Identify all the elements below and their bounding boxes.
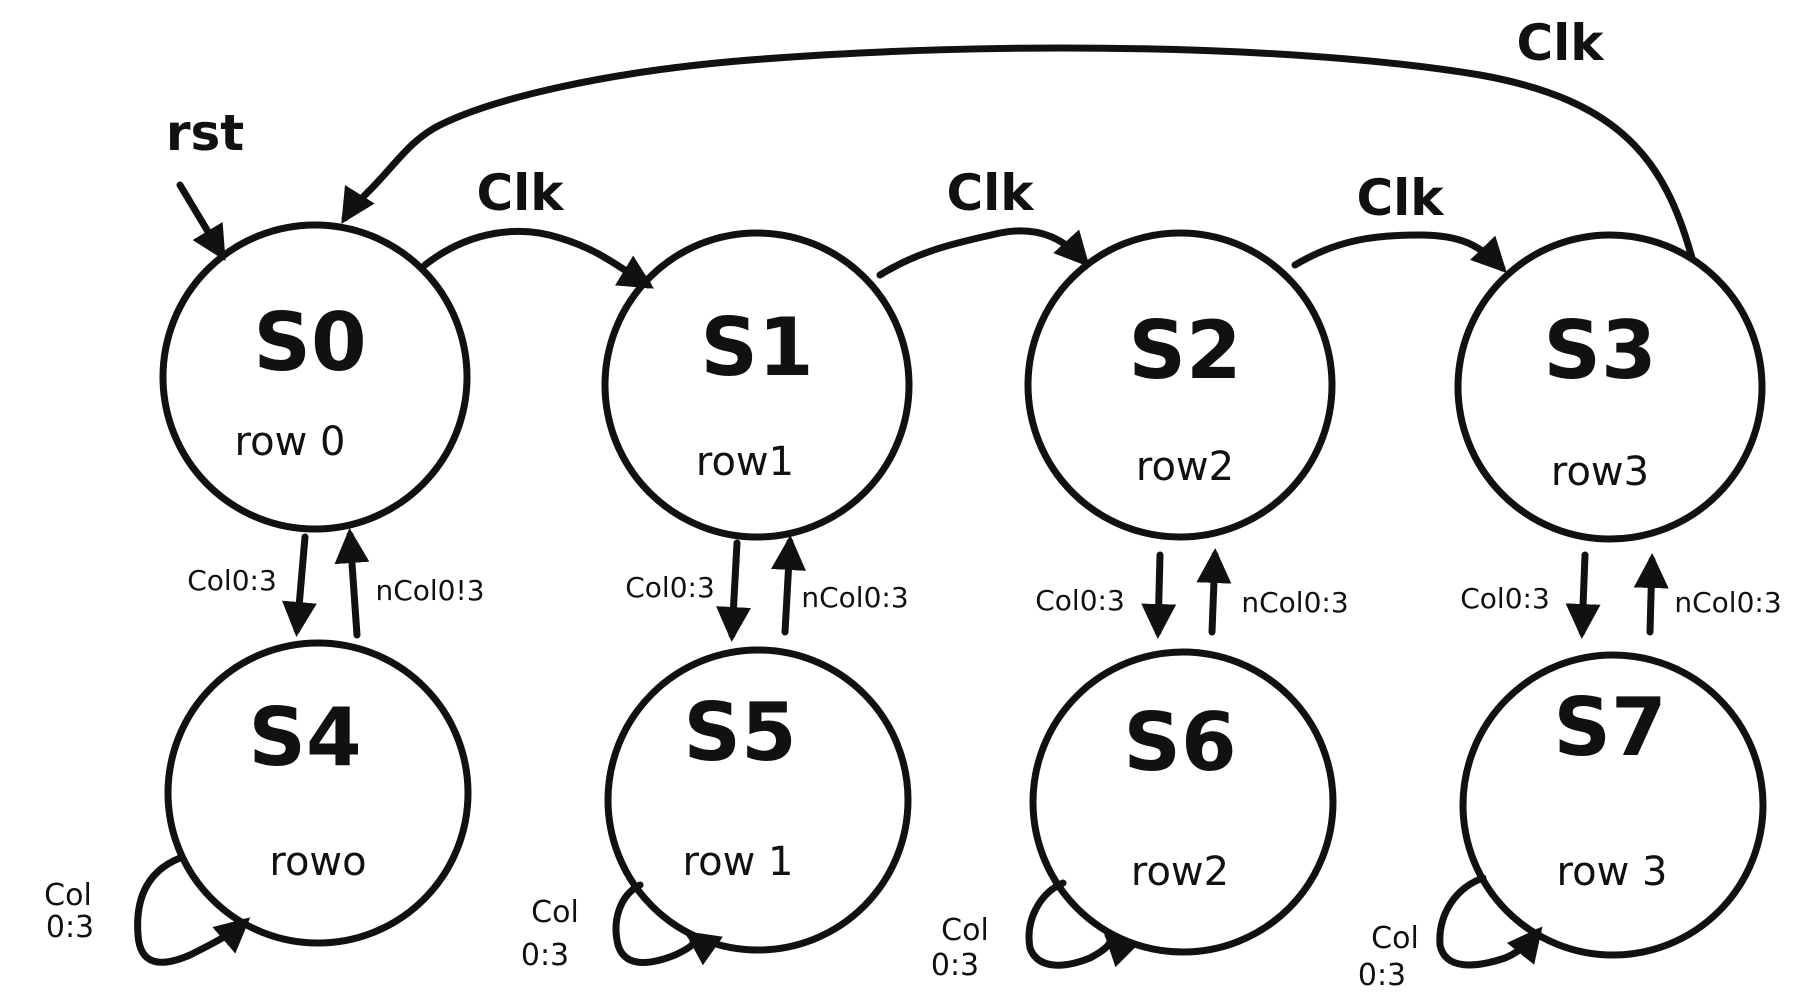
state-s7-name: S7 <box>1553 681 1666 774</box>
transition-s1-s5: Col0:3 <box>625 539 751 642</box>
state-s4: S4 rowo <box>164 639 472 947</box>
transition-s3-s7: Col0:3 <box>1460 551 1601 639</box>
self-loop-s5: Col 0:3 <box>521 881 723 973</box>
transition-s1-s2-line <box>876 227 1090 279</box>
transition-s7-s3: nCol0:3 <box>1633 553 1782 636</box>
self-loop-s6: Col 0:3 <box>931 879 1141 983</box>
transition-s3-s0-label: Clk <box>1516 14 1605 72</box>
self-loop-s7-line <box>1436 874 1543 969</box>
transition-s1-s5-line <box>716 539 751 642</box>
transition-s2-s6: Col0:3 <box>1035 551 1177 639</box>
transition-s5-s1-label: nCol0:3 <box>801 581 908 614</box>
self-loop-s6-label-top: Col <box>941 913 989 948</box>
transition-s5-s1: nCol0:3 <box>770 535 909 636</box>
transition-s0-s4: Col0:3 <box>187 533 317 637</box>
self-loop-s5-line <box>612 881 723 967</box>
self-loop-s4-label-top: Col <box>44 878 92 913</box>
state-s4-output: rowo <box>269 839 366 885</box>
state-s6-output: row2 <box>1131 849 1229 895</box>
state-s7-output: row 3 <box>1557 849 1668 895</box>
self-loop-s5-label-bottom: 0:3 <box>521 938 569 973</box>
state-s3-output: row3 <box>1551 449 1649 495</box>
transition-s0-s4-line <box>281 533 317 637</box>
state-s1-output: row1 <box>696 439 794 485</box>
transition-s0-s1-line <box>421 227 654 289</box>
self-loop-s5-label-top: Col <box>531 895 579 930</box>
transition-s0-s1: Clk <box>421 164 654 289</box>
transition-s3-s7-label: Col0:3 <box>1460 582 1550 615</box>
state-s5-name: S5 <box>683 686 796 779</box>
transition-s3-s0: Clk <box>341 14 1696 262</box>
state-s7: S7 row 3 <box>1459 651 1767 959</box>
state-s1: S1 row1 <box>601 229 913 541</box>
transition-s2-s6-label: Col0:3 <box>1035 584 1125 617</box>
state-s3: S3 row3 <box>1454 231 1766 543</box>
state-s1-circle <box>601 229 913 541</box>
reset-arrow-line <box>176 181 226 262</box>
self-loop-s7-label-top: Col <box>1371 921 1419 956</box>
state-s3-name: S3 <box>1543 304 1656 397</box>
state-s5-circle <box>604 646 912 954</box>
state-s7-circle <box>1459 651 1767 959</box>
transition-s0-s4-label: Col0:3 <box>187 564 277 597</box>
transition-s6-s2: nCol0:3 <box>1196 548 1349 636</box>
self-loop-s7: Col 0:3 <box>1358 874 1543 993</box>
transition-s2-s3-label: Clk <box>1356 169 1445 227</box>
state-s2: S2 row2 <box>1024 229 1336 541</box>
transition-s4-s0-line <box>334 528 370 639</box>
state-s0: S0 row 0 <box>159 221 471 533</box>
self-loop-s6-line <box>1025 879 1141 969</box>
transition-s0-s1-label: Clk <box>476 164 565 222</box>
transition-s2-s6-line <box>1141 551 1177 639</box>
reset-arrow: rst <box>166 104 244 262</box>
self-loop-s4: Col 0:3 <box>44 854 251 966</box>
state-s5-output: row 1 <box>683 839 794 885</box>
self-loop-s7-label-bottom: 0:3 <box>1358 958 1406 993</box>
self-loop-s4-line <box>134 854 251 966</box>
transition-s6-s2-label: nCol0:3 <box>1241 586 1348 619</box>
transition-s4-s0: nCol0!3 <box>334 528 485 639</box>
reset-label: rst <box>166 104 244 162</box>
state-s4-circle <box>164 639 472 947</box>
transition-s1-s2: Clk <box>876 164 1090 279</box>
transition-s2-s3-line <box>1291 231 1507 274</box>
state-s3-circle <box>1454 231 1766 543</box>
transition-s3-s0-line <box>341 44 1696 262</box>
state-s6-name: S6 <box>1123 696 1236 789</box>
transition-s1-s2-label: Clk <box>946 164 1035 222</box>
transition-s7-s3-line <box>1633 553 1669 636</box>
state-s0-name: S0 <box>253 296 366 389</box>
self-loop-s6-label-bottom: 0:3 <box>931 948 979 983</box>
state-s2-output: row2 <box>1136 444 1234 490</box>
self-loop-s4-label-bottom: 0:3 <box>46 910 94 945</box>
transition-s1-s5-label: Col0:3 <box>625 571 715 604</box>
transition-s3-s7-line <box>1565 551 1601 639</box>
state-s0-output: row 0 <box>235 419 346 465</box>
state-s1-name: S1 <box>700 301 813 394</box>
state-s6: S6 row2 <box>1029 648 1337 956</box>
state-s2-circle <box>1024 229 1336 541</box>
state-s6-circle <box>1029 648 1337 956</box>
transition-s2-s3: Clk <box>1291 169 1507 274</box>
transition-s4-s0-label: nCol0!3 <box>375 574 484 607</box>
transition-s7-s3-label: nCol0:3 <box>1674 586 1781 619</box>
state-s4-name: S4 <box>248 691 361 784</box>
state-s5: S5 row 1 <box>604 646 912 954</box>
transition-s5-s1-line <box>770 535 806 636</box>
state-s2-name: S2 <box>1128 304 1241 397</box>
state-s0-circle <box>159 221 471 533</box>
transition-s6-s2-line <box>1196 548 1232 636</box>
